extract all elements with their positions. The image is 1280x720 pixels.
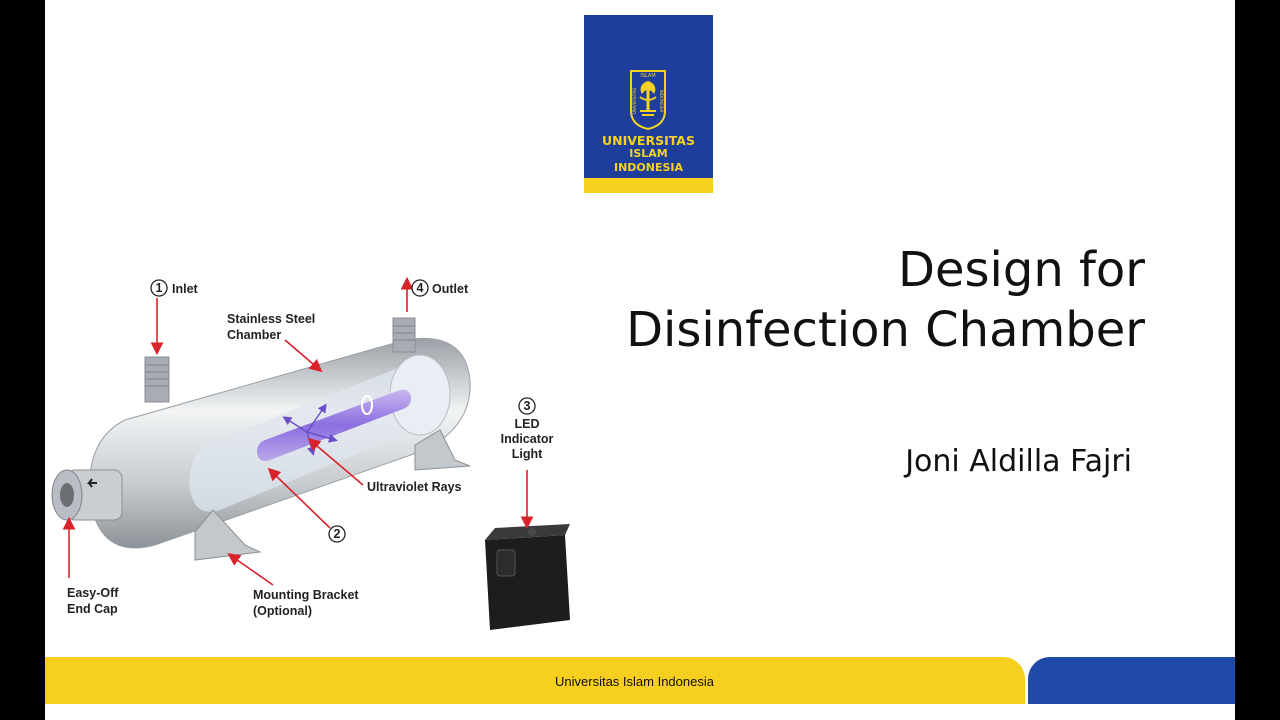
- label-led-1: LED: [515, 417, 540, 431]
- footer-blue-band: [1028, 657, 1235, 704]
- label-inlet: Inlet: [172, 282, 199, 296]
- inlet-pipe: [144, 356, 170, 403]
- logo-line-3: INDONESIA: [613, 161, 684, 174]
- badge-led: 3: [524, 399, 531, 413]
- slide: ISLAM UNIVERSITAS INDONESIA UNIVERSITAS …: [45, 0, 1235, 720]
- label-led-3: Light: [512, 447, 543, 461]
- label-outlet: Outlet: [432, 282, 469, 296]
- label-bracket-2: (Optional): [253, 604, 312, 618]
- label-chamber-2: Chamber: [227, 328, 281, 342]
- footer-text: Universitas Islam Indonesia: [555, 674, 714, 689]
- label-chamber-1: Stainless Steel: [227, 312, 315, 326]
- emblem-icon: ISLAM UNIVERSITAS INDONESIA: [630, 70, 666, 131]
- slide-title: Design for Disinfection Chamber: [626, 240, 1145, 360]
- emblem-text-top: ISLAM: [640, 73, 655, 79]
- uv-chamber-diagram: 1 4 3 2 Inlet Outlet Stainless Steel Cha…: [51, 276, 570, 630]
- label-bracket-1: Mounting Bracket: [253, 588, 359, 602]
- led-indicator-box: [485, 524, 570, 630]
- title-line-1: Design for: [898, 242, 1145, 298]
- end-cap: [51, 469, 123, 521]
- university-logo: ISLAM UNIVERSITAS INDONESIA UNIVERSITAS …: [584, 15, 713, 193]
- logo-line-1: UNIVERSITAS: [602, 133, 695, 148]
- uv-lamp: [257, 389, 411, 461]
- outlet-pipe: [392, 317, 416, 353]
- author-name: Joni Aldilla Fajri: [905, 444, 1132, 479]
- emblem-text-left: UNIVERSITAS: [632, 87, 637, 114]
- badge-outlet: 4: [417, 281, 424, 295]
- callout-arrows: [62, 276, 534, 586]
- badge-lamp: 2: [334, 527, 341, 541]
- label-uv: Ultraviolet Rays: [367, 480, 462, 494]
- title-line-2: Disinfection Chamber: [626, 302, 1145, 358]
- logo-yellow-band: [584, 178, 713, 193]
- logo-line-2: ISLAM: [629, 147, 668, 160]
- mounting-bracket: [194, 429, 471, 561]
- label-led-2: Indicator: [501, 432, 554, 446]
- label-endcap-1: Easy-Off: [67, 586, 119, 600]
- badge-inlet: 1: [156, 281, 163, 295]
- number-badges: 1 4 3 2: [150, 279, 536, 543]
- emblem-text-right: INDONESIA: [659, 90, 664, 113]
- label-endcap-2: End Cap: [67, 602, 118, 616]
- footer-yellow-band: [45, 657, 1025, 704]
